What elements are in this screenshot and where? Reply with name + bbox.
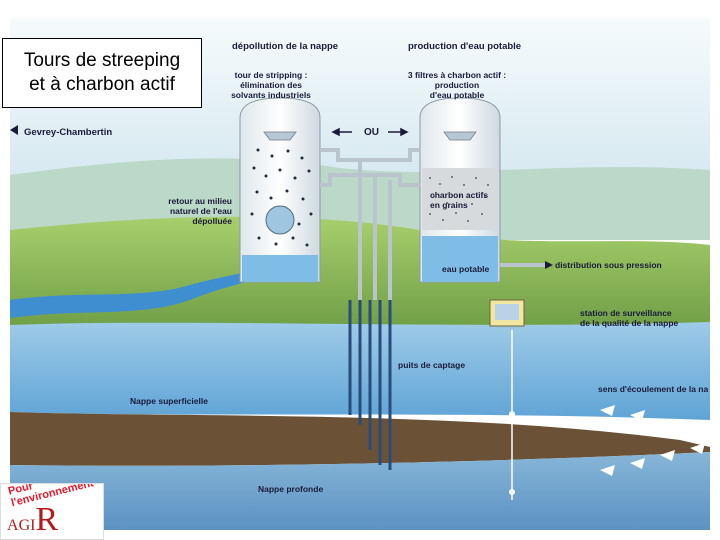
carbon-filter-tower <box>419 97 501 283</box>
retour-line-1: retour au milieu <box>168 196 232 206</box>
pipes <box>320 148 545 300</box>
nappe-profonde-label: Nappe profonde <box>258 484 324 494</box>
flow-arrows <box>600 405 705 476</box>
filters-line-3: d'eau potable <box>429 90 485 100</box>
retour-description: retour au milieu naturel de l'eau dépoll… <box>150 196 232 226</box>
filters-line-2: production <box>434 80 480 90</box>
ou-arrows <box>331 127 409 137</box>
ou-label: OU <box>364 127 379 138</box>
header-production: production d'eau potable <box>408 41 522 52</box>
charbon-line-1: charbon actifs <box>430 190 489 200</box>
stripping-line-2: élimination des <box>240 80 302 90</box>
logo-letter-r: R <box>35 501 59 538</box>
charbon-label: charbon actifs en grains <box>430 190 488 210</box>
logo-letter-a: A <box>7 517 19 534</box>
river <box>10 270 262 318</box>
nappe-superficielle-label: Nappe superficielle <box>130 396 208 406</box>
stripping-line-1: tour de stripping : <box>234 70 308 80</box>
stripping-tower <box>239 97 321 283</box>
agir-logo: Pour l'environnement AGIR <box>0 483 104 540</box>
charbon-line-2: en grains <box>430 200 468 210</box>
logo-letter-i: I <box>30 517 36 534</box>
title-line-1: Tours de streeping <box>23 50 181 71</box>
wells <box>348 300 392 470</box>
title-line-2: et à charbon actif <box>29 74 175 95</box>
header-depollution: dépollution de la nappe <box>232 41 339 52</box>
distribution-label: distribution sous pression <box>555 260 662 270</box>
filters-line-1: 3 filtres à charbon actif : <box>407 70 507 80</box>
location-marker <box>10 125 18 135</box>
stripping-description: tour de stripping : élimination des solv… <box>228 70 314 100</box>
sens-label: sens d'écoulement de la nappe <box>598 384 708 394</box>
title-box: Tours de streeping et à charbon actif <box>2 38 202 108</box>
logo-letter-g: G <box>18 517 31 534</box>
station-label: station de surveillance de la qualité de… <box>580 308 678 328</box>
deep-aquifer <box>10 452 710 530</box>
eau-potable-label: eau potable <box>442 264 490 274</box>
retour-line-2: naturel de l'eau <box>169 206 232 216</box>
station-line-2: de la qualité de la nappe <box>580 318 679 328</box>
puits-label: puits de captage <box>398 360 466 370</box>
location-label: Gevrey-Chambertin <box>24 127 113 138</box>
filters-description: 3 filtres à charbon actif : production d… <box>402 70 512 100</box>
stripping-line-3: solvants industriels <box>231 90 311 100</box>
clay-layer <box>10 412 710 466</box>
monitoring-station <box>489 299 525 500</box>
retour-line-3: dépolluée <box>192 216 232 226</box>
station-line-1: station de surveillance <box>580 308 672 318</box>
logo-wordmark: AGIR <box>7 503 58 537</box>
distribution-arrow <box>545 261 553 269</box>
